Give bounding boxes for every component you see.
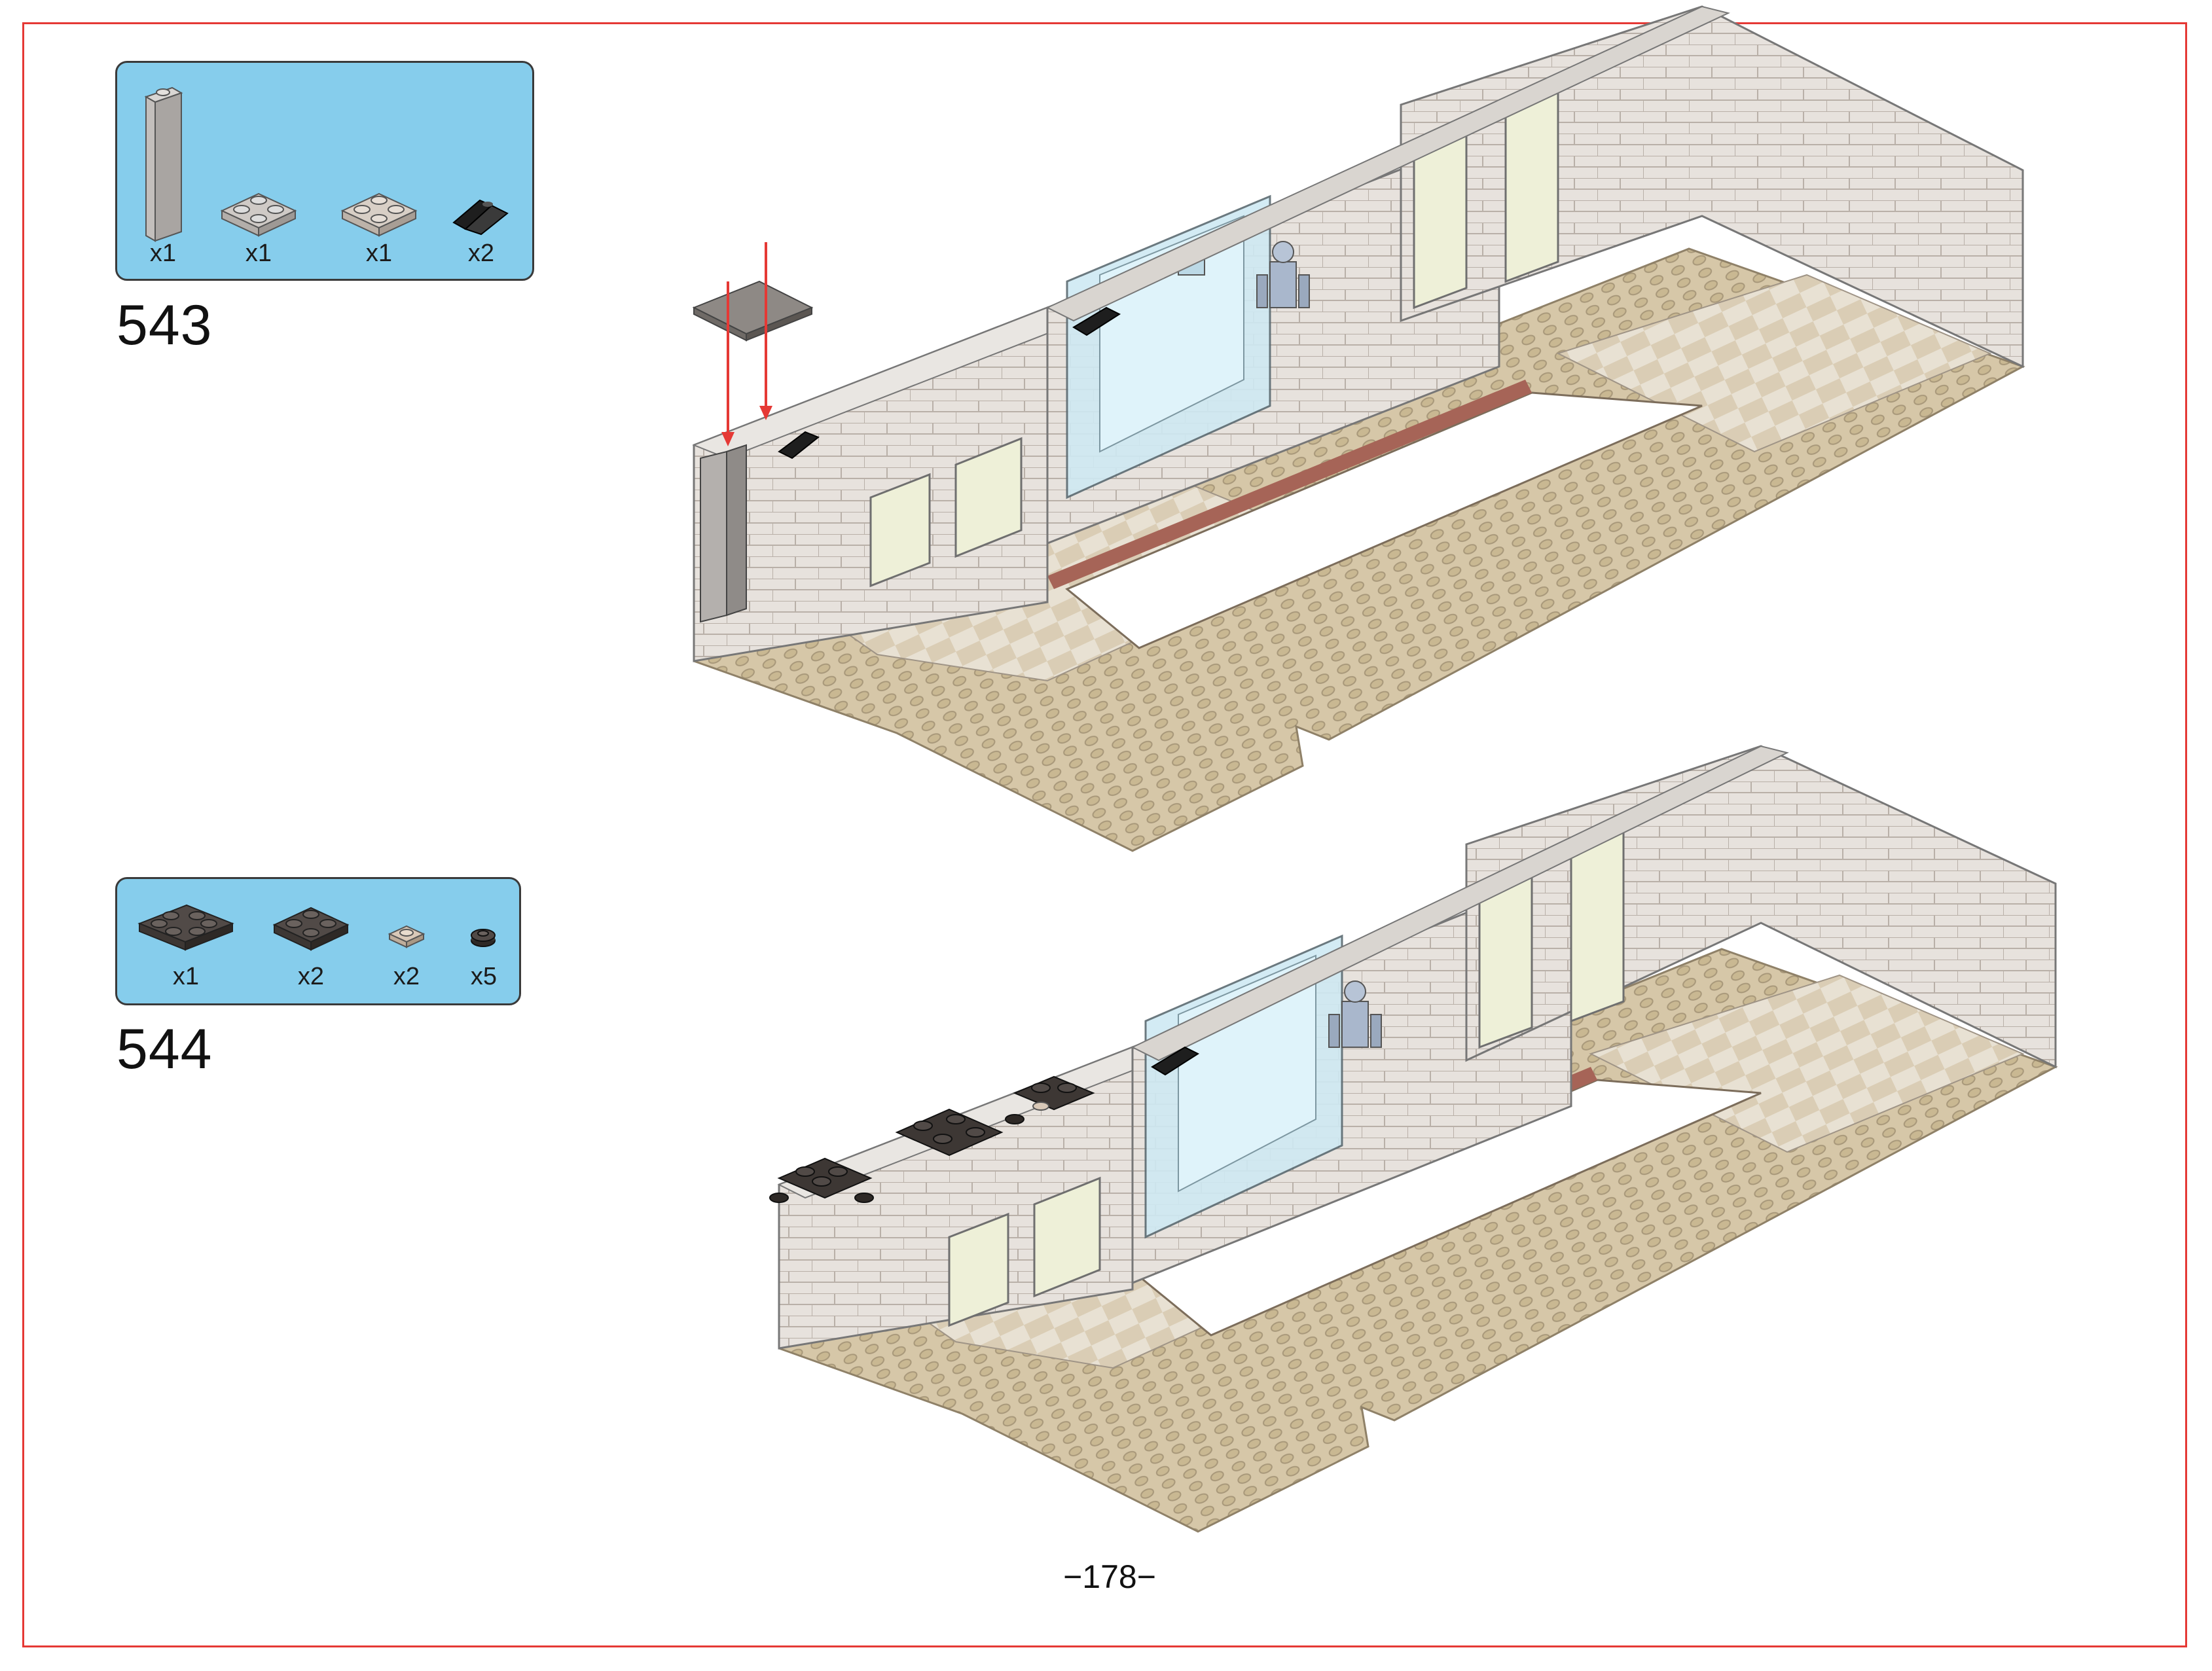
- model-illustration-step-544: [769, 745, 2058, 1533]
- part-qty: x2: [297, 963, 325, 990]
- dark-gray-round-plate-icon: [471, 929, 496, 947]
- dark-round-plate: [769, 1193, 789, 1203]
- step-number: 544: [117, 1018, 213, 1081]
- dark-plate-stack: [895, 1108, 1004, 1157]
- parts-box-step-544: x1 x2 x2 x5: [115, 877, 521, 1005]
- step-number: 543: [117, 294, 213, 357]
- page-number: −178−: [1063, 1558, 1156, 1595]
- part-qty: x1: [149, 240, 177, 267]
- part-qty: x2: [467, 240, 495, 267]
- part-qty: x2: [393, 963, 420, 990]
- tan-round-plate: [1032, 1102, 1049, 1111]
- dark-round-plate: [1005, 1114, 1024, 1124]
- dark-plate-stack: [1013, 1075, 1095, 1111]
- arrow-head: [721, 432, 734, 446]
- model-illustration-step-543: [692, 5, 2025, 852]
- part-qty: x1: [172, 963, 200, 990]
- arrow-head: [759, 406, 772, 420]
- tan-round-plate-1x1-icon: [388, 925, 426, 948]
- light-gray-tall-brick-icon: [144, 86, 183, 242]
- robot-figure: [1256, 241, 1310, 308]
- part-qty: x1: [365, 240, 393, 267]
- page-frame: [22, 22, 2187, 1647]
- dark-gray-plate-2x2-icon: [272, 907, 350, 951]
- dark-round-plate: [854, 1193, 874, 1203]
- dark-plate-stack: [777, 1157, 873, 1199]
- part-qty: x1: [245, 240, 272, 267]
- dark-gray-plate-2x3-icon: [137, 904, 234, 951]
- tan-gray-plate-2x2-icon: [340, 192, 418, 237]
- black-slope-icon: [452, 199, 509, 236]
- robot-figure: [1328, 980, 1382, 1048]
- light-gray-plate-2x2-icon: [220, 192, 297, 237]
- parts-box-step-543: x1 x1 x1 x2: [115, 61, 534, 281]
- part-qty: x5: [470, 963, 498, 990]
